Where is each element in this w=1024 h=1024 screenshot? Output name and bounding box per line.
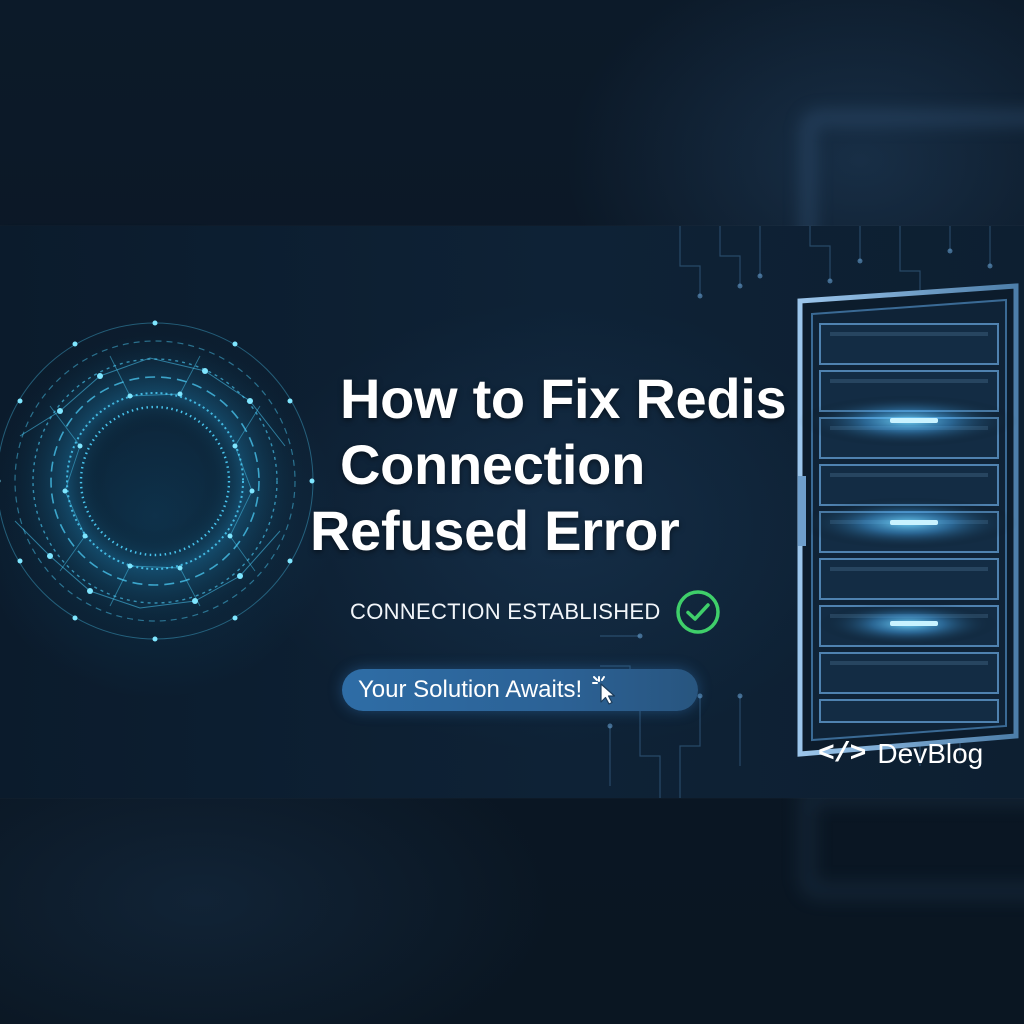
solution-cta-button[interactable]: Your Solution Awaits! <box>342 669 698 711</box>
title-line-1: How to Fix Redis <box>340 367 787 430</box>
brand-name: DevBlog <box>877 738 984 769</box>
status-text: CONNECTION ESTABLISHED <box>350 599 661 624</box>
network-ring-icon <box>0 320 315 642</box>
hero-banner: How to Fix Redis Connection Refused Erro… <box>0 226 1024 798</box>
title-line-2: Connection <box>340 433 645 496</box>
code-brackets-icon: </> <box>818 738 866 770</box>
background-frame-bottom <box>800 790 1024 898</box>
page-title: How to Fix Redis Connection Refused Erro… <box>308 366 828 564</box>
server-rack-icon <box>797 283 1019 757</box>
brand-logo: </> DevBlog <box>818 738 983 770</box>
title-line-3: Refused Error <box>310 499 680 562</box>
pointer-click-icon <box>592 676 616 705</box>
cta-label: Your Solution Awaits! <box>358 676 583 703</box>
check-circle-icon <box>675 590 720 634</box>
connection-status: CONNECTION ESTABLISHED <box>350 589 721 635</box>
